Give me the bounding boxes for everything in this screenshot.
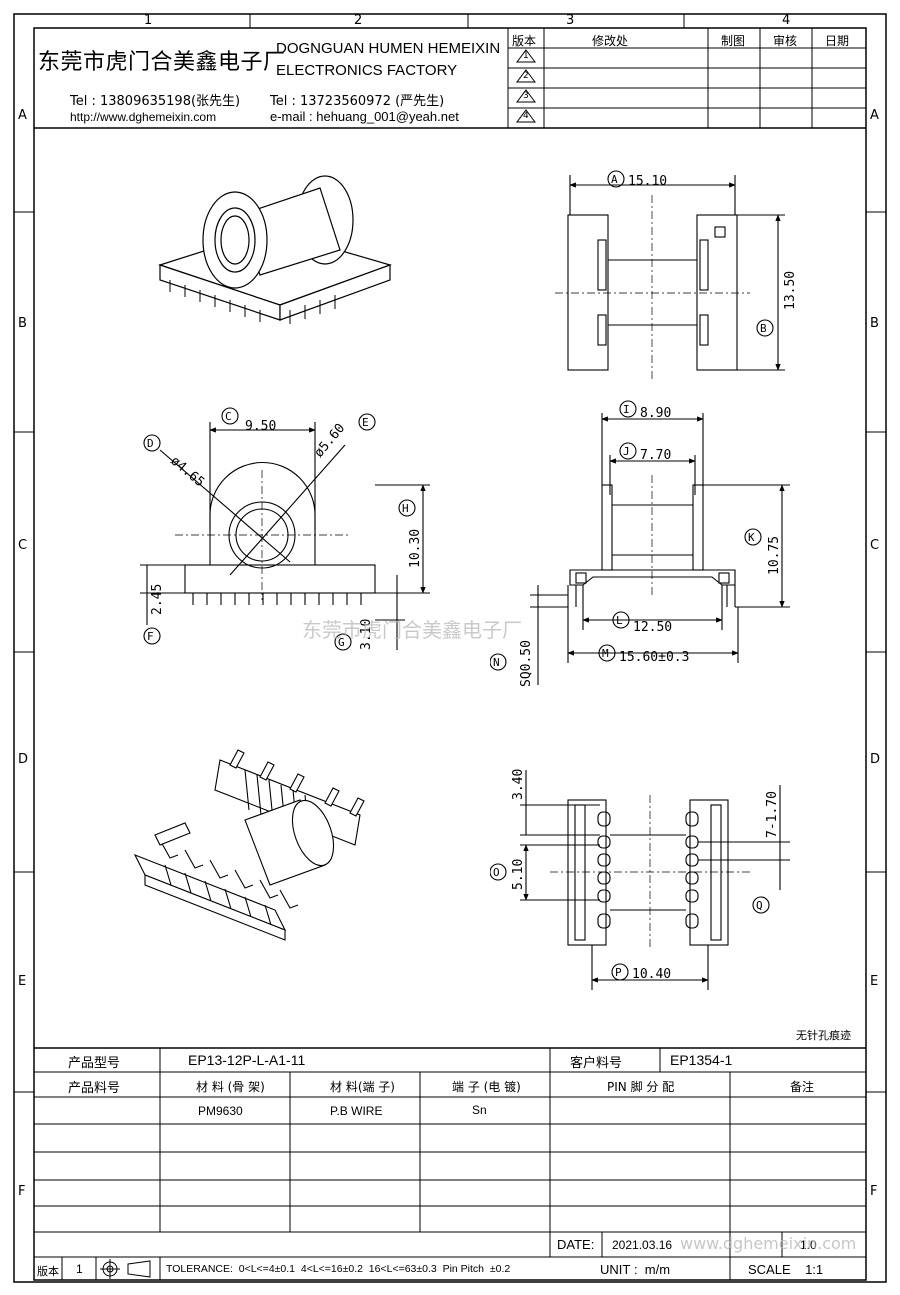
col-label: 2 (354, 13, 363, 28)
company-url[interactable]: http://www.dghemeixin.com (70, 110, 217, 124)
rev-changes-header: 修改处 (592, 34, 629, 48)
rev-date-header: 日期 (825, 34, 850, 48)
dim-label-H: H (402, 502, 409, 515)
plating-label: 端 子 (电 镀) (452, 1080, 521, 1094)
dim-J-value: 7.70 (640, 448, 671, 463)
remark-label: 备注 (790, 1080, 815, 1094)
dim-label-G: G (338, 636, 345, 649)
row-label: C (870, 538, 880, 553)
company-name-cn: 东莞市虎门合美鑫电子厂 (38, 50, 286, 75)
date-value: 2021.03.16 (612, 1238, 673, 1252)
date-label: DATE: (557, 1237, 595, 1252)
company-name-en-2: ELECTRONICS FACTORY (276, 62, 458, 79)
dim-label-B: B (760, 322, 767, 335)
row-label: E (18, 974, 27, 989)
dim-F-value: 2.45 (150, 584, 165, 615)
pin-assign-label: PIN 脚 分 配 (607, 1080, 675, 1094)
version-label: 版本 (37, 1265, 59, 1278)
dim-G-value: 3.10 (359, 619, 374, 650)
row-label: A (18, 108, 27, 123)
scale-text: SCALE 1:1 (748, 1262, 824, 1277)
dim-label-M: M (602, 647, 609, 660)
rev-marker: 4 (523, 111, 529, 121)
company-email[interactable]: e-mail : hehuang_001@yeah.net (270, 109, 459, 124)
company-name-en: DOGNGUAN HUMEN HEMEIXIN (276, 40, 501, 57)
dim-label-D: D (147, 437, 154, 450)
rev-version-header: 版本 (512, 34, 537, 48)
customer-pn: EP1354-1 (670, 1052, 733, 1068)
row-label: F (18, 1184, 26, 1199)
row-label: F (870, 1184, 878, 1199)
product-model: EP13-12P-L-A1-11 (188, 1052, 306, 1068)
version-number: 1 (76, 1262, 83, 1276)
row-label: C (18, 538, 28, 553)
dim-P-value: 10.40 (632, 967, 671, 982)
col-label: 3 (566, 13, 575, 28)
dim-label-E: E (362, 416, 369, 429)
col-label: 4 (782, 13, 791, 28)
dim-D-value: ø4.65 (167, 454, 207, 491)
product-model-label: 产品型号 (68, 1056, 121, 1071)
rev-marker: 3 (523, 91, 529, 101)
dim-label-P: P (615, 966, 622, 979)
dim-label-J: J (623, 445, 630, 458)
note-text: 无针孔痕迹 (796, 1029, 851, 1042)
dim-E-value: ø5.60 (312, 421, 349, 461)
side-view: I 8.90 J 7.70 K 10.75 L 12.50 M 15.60±0.… (490, 400, 790, 687)
dim-label-A: A (611, 173, 618, 186)
dim-label-N: N (493, 656, 500, 669)
page-value: 1.0 (800, 1238, 817, 1252)
dim-A-value: 15.10 (628, 174, 667, 189)
dim-O-value: 5.10 (511, 859, 526, 890)
rev-checked-header: 审核 (773, 34, 798, 48)
dim-L-value: 12.50 (633, 620, 672, 635)
dim-I-value: 8.90 (640, 406, 671, 421)
customer-pn-label: 客户料号 (570, 1056, 623, 1071)
watermark-center: 东莞市虎门合美鑫电子厂 (302, 618, 522, 642)
top-view: A 15.10 B 13.50 (555, 170, 798, 380)
tolerance-text: TOLERANCE: 0<L<=4±0.1 4<L<=16±0.2 16<L<=… (166, 1263, 511, 1275)
row-label: D (18, 752, 29, 767)
dim-label-F: F (147, 630, 154, 643)
col-label: 1 (144, 13, 153, 28)
company-tel-1: Tel : 13809635198(张先生) (70, 94, 241, 109)
row-label: B (18, 316, 27, 331)
front-view: C 9.50 D ø4.65 E ø5.60 H 10.30 2.45 F 3.… (140, 407, 430, 651)
row-label: B (870, 316, 879, 331)
bottom-view: 3.40 5.10 O 7-1.70 Q P 10.40 (490, 769, 790, 990)
watermark-bottom: www.dghemeixin.com (680, 1234, 857, 1253)
dim-label-C: C (225, 410, 232, 423)
plating: Sn (472, 1103, 487, 1117)
dim-Q-value: 7-1.70 (765, 791, 780, 838)
dim-O-top-value: 3.40 (511, 769, 526, 800)
dim-label-I: I (623, 403, 630, 416)
dim-K-value: 10.75 (767, 536, 782, 575)
material-frame: PM9630 (198, 1104, 243, 1118)
row-label: D (870, 752, 881, 767)
unit-text: UNIT : m/m (600, 1262, 671, 1277)
rev-marker: 2 (523, 71, 529, 81)
rev-marker: 1 (523, 51, 529, 61)
dim-label-K: K (748, 531, 755, 544)
dim-label-O: O (493, 866, 500, 879)
isometric-view-top (158, 175, 392, 324)
dim-label-L: L (616, 614, 623, 627)
row-label: E (870, 974, 879, 989)
material-frame-label: 材 料 (骨 架) (196, 1080, 265, 1094)
dim-B-value: 13.50 (783, 271, 798, 310)
product-pn-label: 产品料号 (68, 1081, 121, 1096)
dim-H-value: 10.30 (408, 529, 423, 568)
material-pin: P.B WIRE (330, 1104, 383, 1118)
row-label: A (870, 108, 879, 123)
company-tel-2: Tel : 13723560972 (严先生) (270, 94, 445, 109)
isometric-view-bottom (133, 749, 365, 941)
rev-drawn-header: 制图 (721, 34, 746, 48)
dim-N-value: SQ0.50 (519, 640, 534, 687)
material-pin-label: 材 料(端 子) (330, 1080, 395, 1094)
dim-C-value: 9.50 (245, 419, 276, 434)
dim-M-value: 15.60±0.3 (619, 650, 689, 665)
dim-label-Q: Q (756, 899, 763, 912)
